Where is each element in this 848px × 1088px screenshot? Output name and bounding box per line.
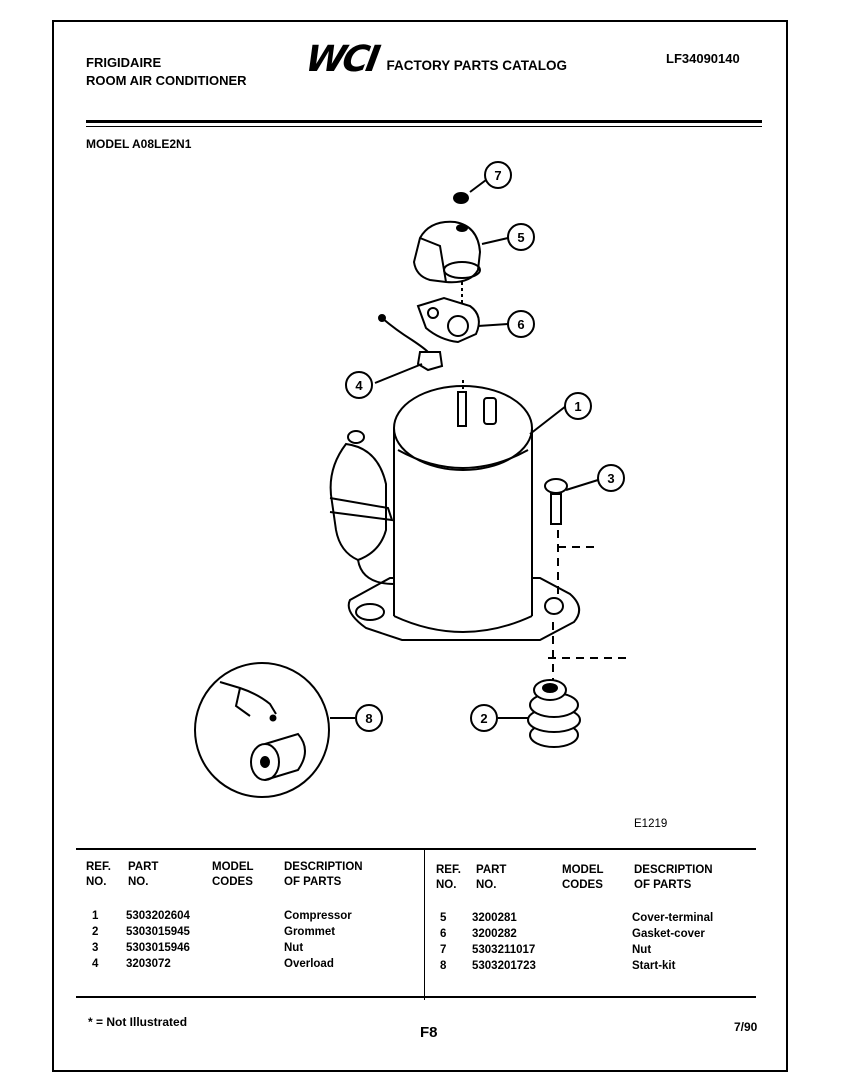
part-3-mount-bolt: [544, 478, 630, 680]
table-cell: Overload: [284, 958, 334, 970]
left-ref-column: 1 2 3 4: [92, 908, 98, 972]
right-desc-column: Cover-terminal Gasket-cover Nut Start-ki…: [632, 910, 713, 974]
table-cell: 4: [92, 958, 99, 970]
part-6-gasket-cover: [416, 296, 509, 344]
part-8-start-kit: [194, 662, 355, 798]
right-part-column: 3200281 3200282 5303211017 5303201723: [472, 910, 536, 974]
revision-date: 7/90: [734, 1020, 758, 1034]
diagram-code: E1219: [634, 818, 668, 830]
table-cell: 8: [440, 960, 447, 972]
table-cell: 3200282: [472, 928, 517, 940]
header-center: WCI FACTORY PARTS CATALOG: [302, 39, 568, 80]
table-cell: 3200281: [472, 912, 517, 924]
table-column-divider: [424, 850, 425, 1000]
header-rule-bottom: [86, 126, 762, 127]
table-cell: 5303202604: [126, 910, 190, 922]
not-illustrated-note: * = Not Illustrated: [88, 1015, 188, 1029]
table-cell: 6: [440, 928, 447, 940]
table-cell: 1: [92, 910, 99, 922]
callout-4: [345, 371, 373, 399]
callout-label-3: 3: [607, 471, 614, 486]
table-cell: 3: [92, 942, 99, 954]
table-rule-top: [76, 848, 756, 850]
exploded-parts-diagram: 7 5 6 4 1 3 8 2: [194, 161, 630, 798]
catalog-title: FACTORY PARTS CATALOG: [386, 57, 568, 73]
part-5-cover-terminal: [412, 220, 509, 310]
table-cell: 7: [440, 944, 447, 956]
part-4-overload: [374, 314, 444, 384]
table-cell: 5303201723: [472, 960, 536, 972]
callout-5: [507, 223, 535, 251]
right-ref-header: REF.NO.: [436, 864, 461, 891]
callout-8: [355, 704, 383, 732]
catalog-number: LF34090140: [666, 51, 740, 66]
callout-1: [564, 392, 592, 420]
table-rule-bottom: [76, 996, 756, 998]
model-label: MODEL A08LE2N1: [86, 137, 192, 151]
product-name: ROOM AIR CONDITIONER: [86, 73, 247, 88]
left-ref-header: REF.NO.: [86, 861, 111, 888]
table-cell: Start-kit: [632, 960, 676, 972]
table-cell: Gasket-cover: [632, 928, 705, 940]
callout-6: [507, 310, 535, 338]
callout-label-5: 5: [517, 230, 524, 245]
callout-label-7: 7: [494, 168, 501, 183]
table-cell: Compressor: [284, 910, 352, 922]
table-cell: Cover-terminal: [632, 912, 714, 924]
part-1-compressor: [329, 380, 581, 641]
part-2-grommet: [498, 679, 581, 748]
callout-7: [484, 161, 512, 189]
part-7-nut: [453, 179, 487, 204]
callout-label-8: 8: [365, 711, 372, 726]
table-cell: 5303211017: [472, 944, 536, 956]
table-cell: 5303015946: [126, 942, 190, 954]
left-desc-column: Compressor Grommet Nut Overload: [284, 908, 352, 972]
callout-label-4: 4: [355, 378, 363, 393]
table-cell: 3203072: [126, 958, 171, 970]
callout-3: [597, 464, 625, 492]
wci-logo: WCI: [302, 39, 381, 80]
table-cell: 5303015945: [126, 926, 190, 938]
table-cell: Grommet: [284, 926, 336, 938]
page-frame: [52, 20, 788, 1072]
table-cell: 5: [440, 912, 447, 924]
header-left: FRIGIDAIRE ROOM AIR CONDITIONER: [86, 54, 247, 90]
callout-label-1: 1: [574, 399, 581, 414]
table-cell: Nut: [284, 942, 304, 954]
left-part-column: 5303202604 5303015945 5303015946 3203072: [126, 908, 190, 972]
brand-name: FRIGIDAIRE: [86, 55, 162, 70]
page-number: F8: [420, 1024, 438, 1041]
callout-label-6: 6: [517, 317, 524, 332]
right-ref-column: 5 6 7 8: [440, 910, 446, 974]
header-rule-top: [86, 120, 762, 123]
callout-2: [470, 704, 498, 732]
table-cell: 2: [92, 926, 99, 938]
table-cell: Nut: [632, 944, 652, 956]
callout-label-2: 2: [480, 711, 487, 726]
